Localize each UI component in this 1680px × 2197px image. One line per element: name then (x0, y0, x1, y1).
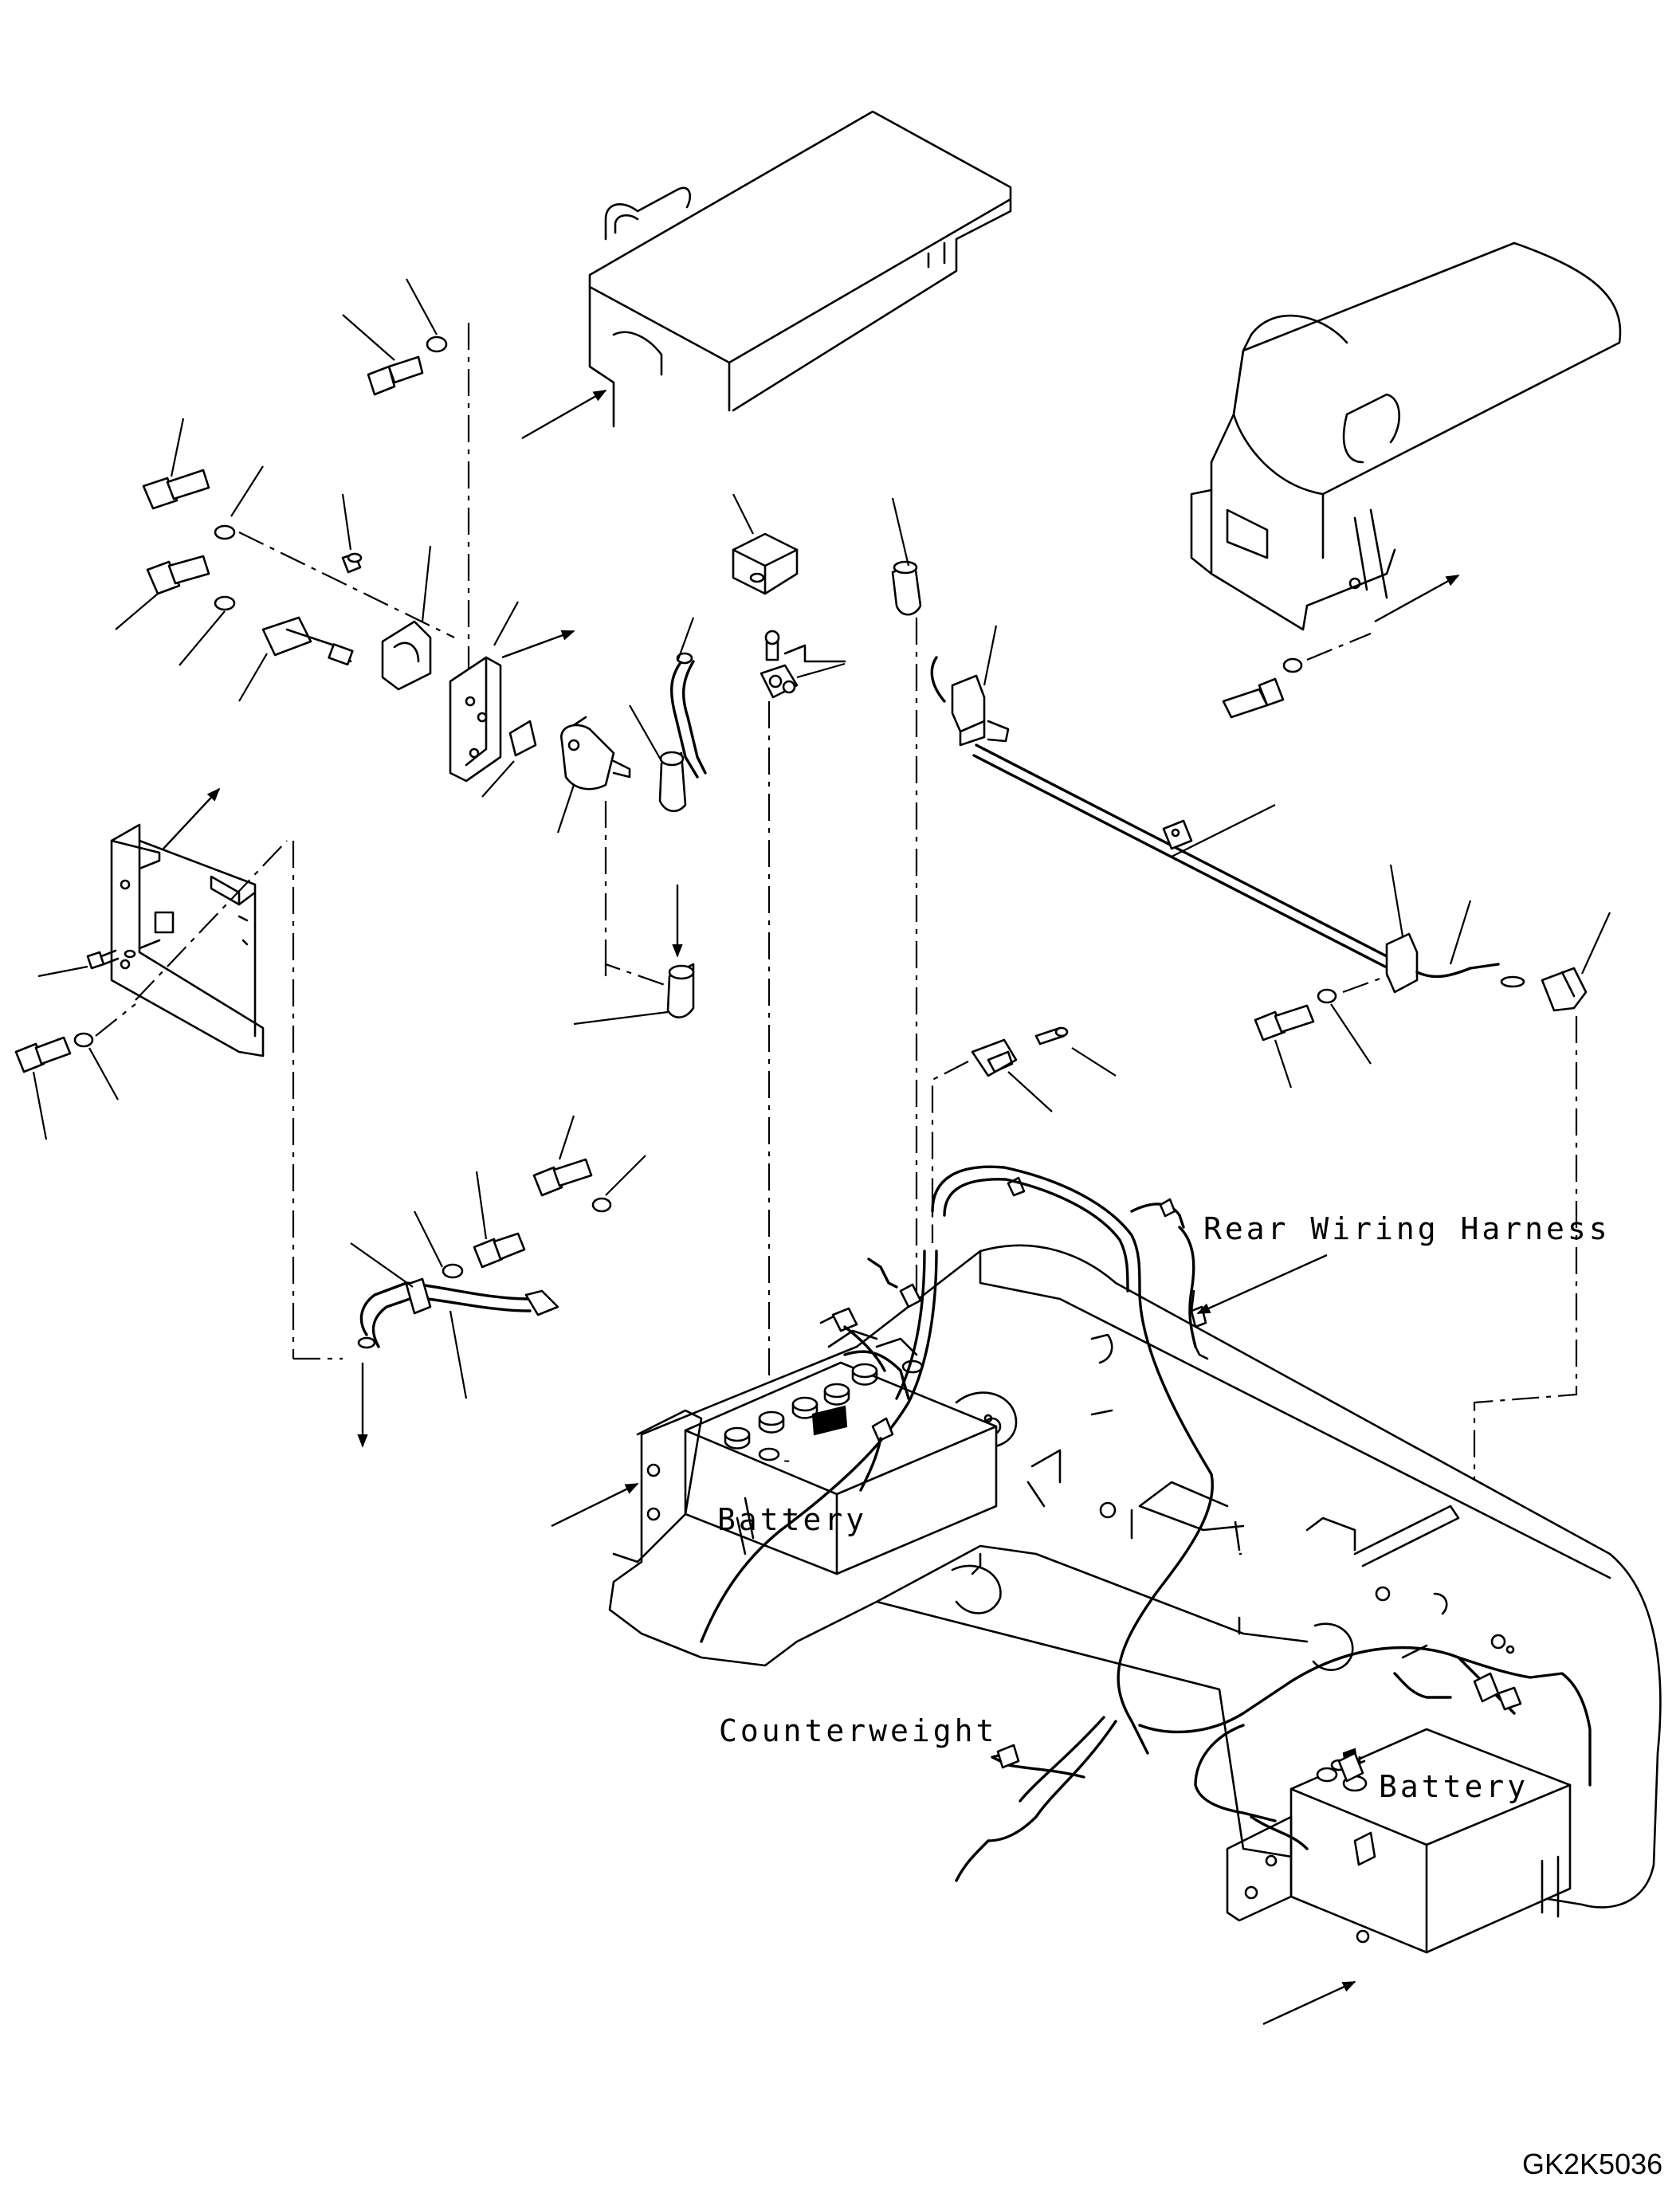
battery-right (1226, 1728, 1572, 1954)
battery-cover-box (732, 493, 799, 595)
battery-logo-mark (811, 1405, 848, 1436)
cover-arrow-right (1374, 574, 1460, 623)
battery-minus-mark: - (781, 1449, 795, 1471)
battery-relay (556, 716, 631, 976)
drawing-code: GK2K5036 (1522, 2148, 1662, 2180)
battery-left-arrow (551, 1482, 639, 1528)
gasket (481, 720, 537, 798)
ground-cable (350, 1242, 559, 1399)
terminal-boot-2 (573, 963, 695, 1026)
battery-caps (724, 1363, 878, 1461)
battery-cover-left (588, 110, 1012, 428)
bolt-top (342, 278, 470, 765)
battery-right-arrow (1262, 1980, 1356, 2026)
rear-wiring-harness-label: Rear Wiring Harness (1203, 1211, 1611, 1246)
cover-arrow-left (521, 389, 607, 440)
bolt-lower-a (532, 1115, 646, 1213)
harness-arrow (1196, 1253, 1328, 1315)
battery-cover-right (1190, 241, 1622, 631)
bolt-right-mid (1254, 975, 1388, 1089)
plate-axis-line (135, 840, 288, 1001)
terminal-cap-right (891, 497, 922, 1291)
screw-small (341, 493, 363, 574)
small-bolt (1034, 1026, 1117, 1077)
bolt-left-low (14, 1003, 136, 1140)
battery-left: - (612, 1309, 998, 1575)
relay-cable (669, 617, 707, 779)
bolt-upper-left-2 (115, 555, 236, 666)
bolt-lower-b (414, 1171, 526, 1279)
relay-connector (238, 616, 354, 702)
battery-terminal-top (760, 630, 846, 1410)
battery-cable-long (930, 625, 1525, 994)
terminal-cap-right-2 (1473, 912, 1611, 1638)
plate-screws (37, 939, 161, 978)
bolt-cover-right (1222, 632, 1372, 719)
counterweight-label: Counterweight (719, 1713, 997, 1748)
plate-arrow (163, 787, 221, 849)
relay-connector-2 (931, 1038, 1053, 1243)
bolt-upper-left-1 (142, 418, 455, 638)
switch-bracket (449, 601, 519, 783)
bracket-arrow (501, 630, 575, 659)
cable-clamp (381, 545, 432, 691)
battery-right-label: Battery (1379, 1769, 1529, 1804)
mounting-plate (110, 823, 265, 1057)
terminal-boot-1 (629, 704, 687, 812)
battery-left-label: Battery (717, 1502, 867, 1537)
